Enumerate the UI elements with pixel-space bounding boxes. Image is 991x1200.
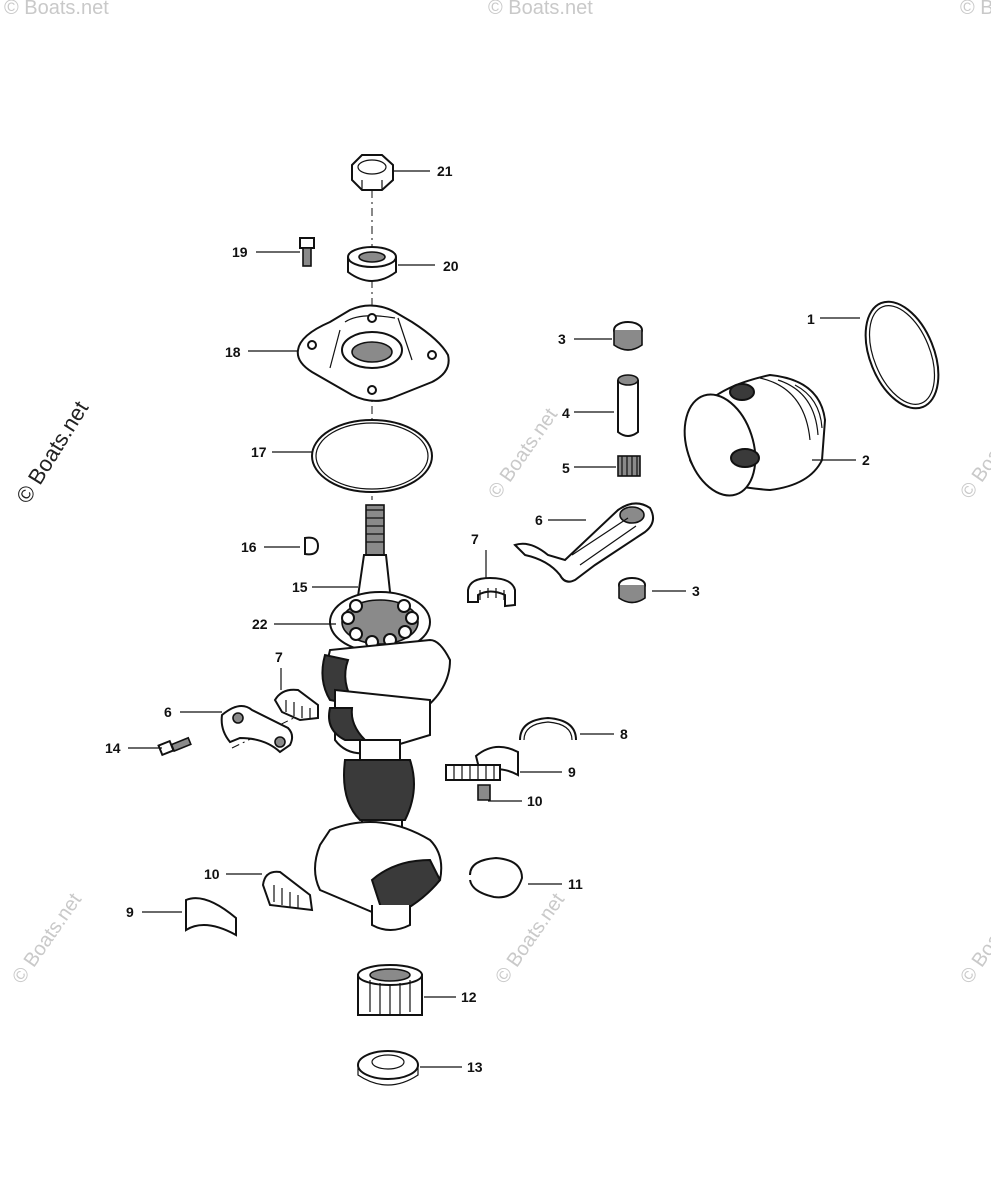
watermark-top-right: © Boats.net (960, 0, 991, 19)
callout-22: 22 (252, 616, 268, 632)
bushing-upper (613, 321, 643, 351)
callout-14: 14 (105, 740, 121, 756)
callout-4: 4 (562, 405, 570, 421)
watermarks: © Boats.net © Boats.net © Boats.net © Bo… (4, 0, 991, 988)
watermark-bottom-center: © Boats.net (491, 889, 569, 988)
piston-part (683, 373, 827, 497)
callout-13: 13 (467, 1059, 483, 1075)
screw-part (299, 237, 315, 267)
leader-lines (128, 170, 860, 1068)
callout-19: 19 (232, 244, 248, 260)
callout-6-rod: 6 (535, 512, 543, 528)
callout-3-lower: 3 (692, 583, 700, 599)
watermark-top-center: © Boats.net (488, 0, 593, 19)
callout-8: 8 (620, 726, 628, 742)
needle-bearing-upper (467, 576, 516, 608)
o-ring-part (311, 419, 433, 493)
callout-18: 18 (225, 344, 241, 360)
retaining-ring-upper (519, 716, 577, 741)
key-part (304, 536, 320, 556)
callout-10-left: 10 (204, 866, 220, 882)
watermark-top-left: © Boats.net (4, 0, 109, 19)
bearing-housing-part (296, 304, 450, 402)
roller-bearing-part (357, 964, 423, 1016)
callout-2: 2 (862, 452, 870, 468)
needle-bearing-lower-left (261, 870, 314, 912)
callout-12: 12 (461, 989, 477, 1005)
callout-7-left: 7 (275, 649, 283, 665)
needle-bearing-left (273, 688, 319, 722)
piston-ring-part (864, 300, 940, 410)
callout-15: 15 (292, 579, 308, 595)
callout-11: 11 (568, 876, 583, 892)
callout-1: 1 (807, 311, 815, 327)
callout-9-right: 9 (568, 764, 576, 780)
callout-numbers: 21 20 19 18 17 16 15 22 1 2 3 4 5 6 3 7 … (105, 163, 870, 1075)
callout-5: 5 (562, 460, 570, 476)
washer-part (357, 1050, 419, 1086)
callout-3-upper: 3 (558, 331, 566, 347)
watermark-center: © Boats.net (484, 404, 562, 503)
watermark-right: © Boats.net (956, 404, 991, 503)
seal-part (347, 246, 397, 282)
callout-6-cap: 6 (164, 704, 172, 720)
callout-17: 17 (251, 444, 267, 460)
needle-bearing-small (617, 455, 641, 477)
wrist-pin-part (617, 374, 639, 437)
rod-cap-part (220, 705, 294, 754)
needle-bearing-right (445, 764, 501, 801)
watermark-left: © Boats.net (11, 397, 93, 508)
bushing-lower (618, 577, 646, 604)
callout-10-right: 10 (527, 793, 543, 809)
watermark-bottom-left: © Boats.net (8, 889, 86, 988)
cap-screw-part (157, 736, 192, 757)
connecting-rod-part (513, 502, 655, 583)
race-half-lower-left (185, 897, 237, 937)
callout-7-upper: 7 (471, 531, 479, 547)
callout-21: 21 (437, 163, 453, 179)
watermark-bottom-right: © Boats.net (956, 889, 991, 988)
callout-16: 16 (241, 539, 257, 555)
ball-bearing-balls (341, 599, 419, 649)
callout-9-left: 9 (126, 904, 134, 920)
retaining-ring-lower (469, 856, 524, 899)
nut-part (351, 154, 394, 191)
crankshaft-part (314, 504, 452, 931)
callout-20: 20 (443, 258, 459, 274)
